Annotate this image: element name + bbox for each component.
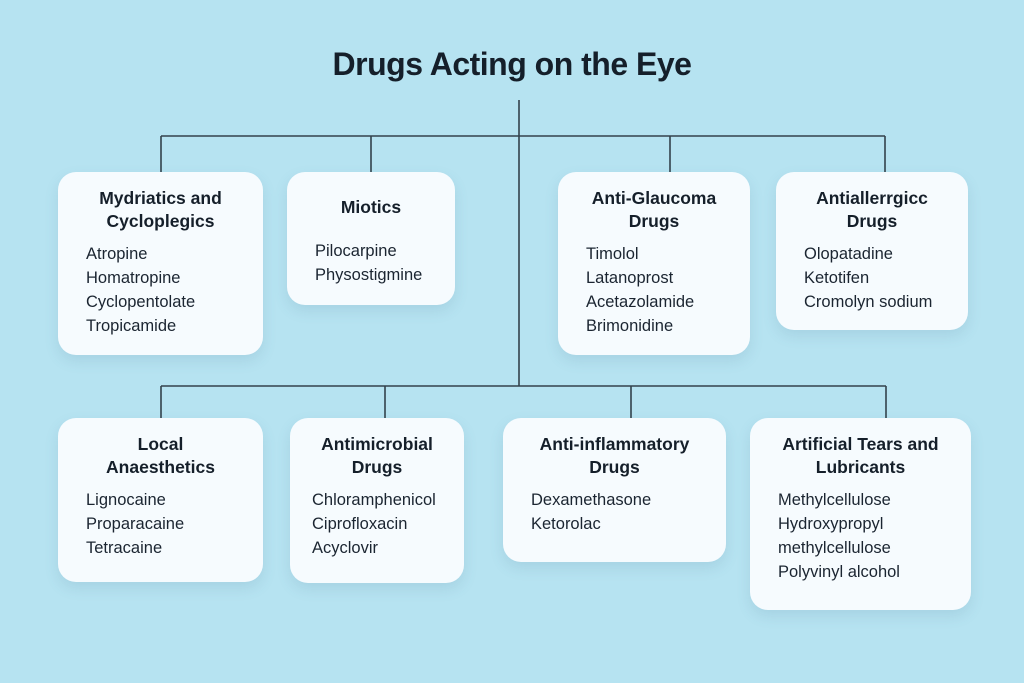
drug-item: Timolol <box>586 245 639 264</box>
drug-item: Ciprofloxacin <box>312 515 408 534</box>
category-box-miotics: Miotics Pilocarpine Physostigmine <box>287 172 455 305</box>
drug-item: Pilocarpine <box>315 242 397 261</box>
drug-list: Dexamethasone Ketorolac <box>517 488 712 536</box>
box-title: Miotics <box>340 197 402 217</box>
drug-item: Ketotifen <box>804 269 870 288</box>
drug-item: Tetracaine <box>86 539 163 558</box>
drug-item: Brimonidine <box>586 317 674 336</box>
drug-list: Methylcellulose Hydroxypropyl methylcell… <box>764 488 957 584</box>
box-title: Artificial Tears and Lubricants <box>782 434 939 478</box>
category-box-artificial-tears: Artificial Tears and Lubricants Methylce… <box>750 418 971 610</box>
page-title: Drugs Acting on the Eye <box>332 46 692 82</box>
drug-list: Atropine Homatropine Cyclopentolate Trop… <box>72 242 249 338</box>
drug-item: Lignocaine <box>86 491 166 510</box>
drug-item: Proparacaine <box>86 515 185 534</box>
category-box-antiallergic: Antiallerrgicc Drugs Olopatadine Ketotif… <box>776 172 968 330</box>
drug-item: Tropicamide <box>86 317 177 336</box>
drug-list: Olopatadine Ketotifen Cromolyn sodium <box>790 242 954 314</box>
drug-item: Olopatadine <box>804 245 893 264</box>
category-box-anti-inflammatory: Anti-inflammatory Drugs Dexamethasone Ke… <box>503 418 726 562</box>
drug-item: Methylcellulose <box>778 491 891 510</box>
drug-item: Latanoprost <box>586 269 674 288</box>
category-box-mydriatics-cycloplegics: Mydriatics and Cycloplegics Atropine Hom… <box>58 172 263 355</box>
drug-item: Acetazolamide <box>586 293 695 312</box>
drug-item: Acyclovir <box>312 539 379 558</box>
category-box-antimicrobial: Antimicrobial Drugs Chloramphenicol Cipr… <box>290 418 464 583</box>
box-title: Antimicrobial Drugs <box>321 434 433 478</box>
box-title: Mydriatics and Cycloplegics <box>99 188 222 232</box>
box-title: Anti-inflammatory Drugs <box>539 434 690 478</box>
drug-list: Timolol Latanoprost Acetazolamide Brimon… <box>572 242 736 338</box>
drug-item: Cromolyn sodium <box>804 293 933 312</box>
drug-item: Ketorolac <box>531 515 601 534</box>
drug-item: Chloramphenicol <box>312 491 436 510</box>
category-box-anti-glaucoma: Anti-Glaucoma Drugs Timolol Latanoprost … <box>558 172 750 355</box>
category-box-local-anaesthetics: Local Anaesthetics Lignocaine Proparacai… <box>58 418 263 582</box>
box-title: Antiallerrgicc Drugs <box>816 188 928 232</box>
drug-item: Hydroxypropyl methylcellulose <box>778 515 891 558</box>
drug-item: Cyclopentolate <box>86 293 196 312</box>
drug-item: Physostigmine <box>315 266 423 285</box>
drug-list: Lignocaine Proparacaine Tetracaine <box>72 488 249 560</box>
box-title: Local Anaesthetics <box>106 434 215 478</box>
drug-item: Atropine <box>86 245 148 264</box>
drug-list: Chloramphenicol Ciprofloxacin Acyclovir <box>304 488 450 560</box>
drug-list: Pilocarpine Physostigmine <box>301 239 441 287</box>
drug-item: Homatropine <box>86 269 181 288</box>
drug-item: Dexamethasone <box>531 491 652 510</box>
drug-item: Polyvinyl alcohol <box>778 563 900 582</box>
box-title: Anti-Glaucoma Drugs <box>591 188 717 232</box>
